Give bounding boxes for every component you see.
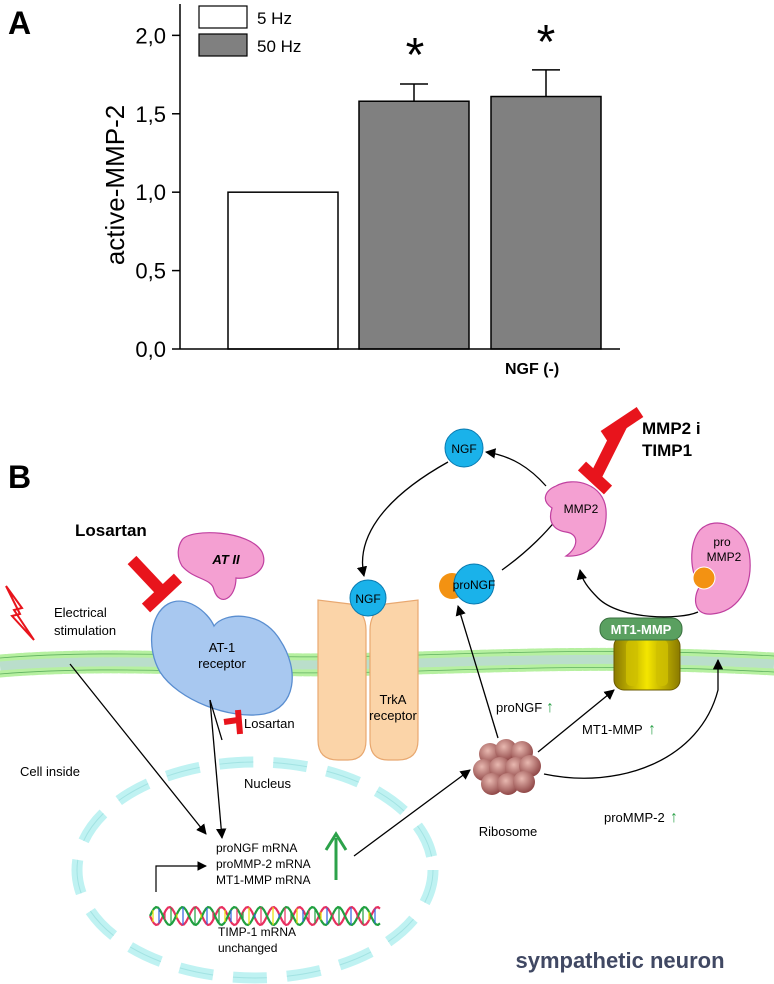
pro-mmp2-label-2: MMP2 — [707, 550, 742, 564]
prommp2-up-arrow: ↑ — [670, 809, 678, 826]
bar — [227, 191, 339, 350]
ribosome-label: Ribosome — [479, 824, 538, 839]
trka-label-2: receptor — [369, 708, 417, 723]
arrow-mrna-to-ribosome — [353, 769, 471, 857]
mmp2 — [544, 481, 607, 557]
arrow-prongf-to-mmp2 — [501, 519, 557, 571]
mt1-label: MT1-MMP — [582, 722, 643, 737]
arrow-ngf-to-trka — [356, 461, 449, 578]
y-tick-label: 2,0 — [135, 23, 166, 48]
at2-label: AT II — [211, 552, 240, 567]
mmp2-inhibit-icon — [577, 407, 644, 495]
mrna-label-2: proMMP-2 mRNA — [216, 857, 311, 871]
upregulation-arrow-head — [324, 831, 348, 851]
mt1-mmp-protein — [613, 635, 681, 691]
significance-star-1: * — [406, 29, 425, 82]
transcription-arrow — [155, 861, 207, 892]
prommp2-label: proMMP-2 — [604, 810, 665, 825]
pro-domain-mmp2 — [692, 566, 716, 590]
arrow-at1-to-nucleus — [209, 699, 227, 840]
legend-label-5hz: 5 Hz — [257, 9, 292, 28]
mrna-label-1: proNGF mRNA — [216, 841, 297, 855]
prongf-label: proNGF — [496, 700, 542, 715]
pro-ngf-label: proNGF — [453, 578, 496, 592]
at2-ligand — [177, 532, 265, 600]
at1-receptor — [150, 600, 293, 716]
mt1-up-arrow: ↑ — [648, 721, 656, 738]
bar — [358, 100, 470, 350]
arrow-ribosome-mt1 — [537, 689, 615, 753]
at1-label-1: AT-1 — [209, 640, 236, 655]
arrow-ribosome-prongf — [455, 605, 499, 739]
legend-swatch-5hz — [198, 5, 248, 29]
mmp2-label: MMP2 — [564, 502, 599, 516]
bar — [490, 95, 602, 350]
nucleus-envelope-outline — [76, 761, 434, 979]
arrow-activation — [576, 568, 699, 618]
losartan-label-small: Losartan — [244, 716, 295, 731]
bars — [227, 69, 602, 350]
y-tick-label: 1,0 — [135, 180, 166, 205]
arrow-ribosome-prommp2 — [543, 658, 724, 779]
panel-a-letter: A — [8, 5, 31, 41]
ngf-free — [444, 428, 484, 468]
y-tick-label: 0,0 — [135, 337, 166, 362]
arrow-mmp2-to-ngf — [484, 448, 547, 487]
pro-ngf — [453, 563, 495, 605]
ngf-free-label: NGF — [451, 442, 476, 456]
legend-label-50hz: 50 Hz — [257, 37, 301, 56]
pro-mmp2 — [691, 522, 751, 615]
panel-b-letter: B — [8, 459, 31, 495]
inhibitor-label-1: MMP2 i — [642, 419, 701, 438]
y-tick-label: 1,5 — [135, 102, 166, 127]
inhibitor-label-2: TIMP1 — [642, 441, 692, 460]
arrow-stim-to-nucleus — [69, 663, 207, 835]
mt1-mmp-cap — [599, 617, 683, 641]
ngf-bound — [349, 579, 387, 617]
losartan-inhibit-icon — [127, 555, 183, 613]
trka-receptor — [317, 599, 419, 761]
significance-star-2: * — [537, 16, 556, 69]
stimulation-label-2: stimulation — [54, 623, 116, 638]
prongf-up-arrow: ↑ — [546, 699, 554, 716]
losartan-label-top: Losartan — [75, 521, 147, 540]
y-tick-label: 0,5 — [135, 259, 166, 284]
legend: 5 Hz 50 Hz — [198, 5, 301, 57]
group-label-ngf: NGF (-) — [505, 361, 559, 378]
trka-label-1: TrkA — [380, 692, 407, 707]
timp-label-2: unchanged — [218, 941, 277, 955]
mrna-label-3: MT1-MMP mRNA — [216, 873, 310, 887]
ngf-bound-label: NGF — [355, 592, 380, 606]
legend-swatch-50hz — [198, 33, 248, 57]
losartan-small-inhibit-icon — [209, 699, 243, 741]
stimulation-label-1: Electrical — [54, 605, 107, 620]
cell-inside-label: Cell inside — [20, 764, 80, 779]
ribosome-icon — [473, 739, 541, 795]
lightning-icon — [5, 585, 35, 641]
pro-mmp2-label-1: pro — [713, 535, 731, 549]
y-axis: 0,0 0,5 1,0 1,5 2,0 — [135, 23, 180, 362]
bar-chart: 0,0 0,5 1,0 1,5 2,0 — [135, 4, 620, 362]
mt1-mmp-label: MT1-MMP — [611, 622, 672, 637]
dna-helix — [149, 905, 381, 927]
nucleus-label: Nucleus — [244, 776, 291, 791]
y-axis-label: active-MMP-2 — [100, 105, 130, 265]
neuron-label: sympathetic neuron — [515, 948, 724, 973]
timp-label-1: TIMP-1 mRNA — [218, 925, 296, 939]
at1-label-2: receptor — [198, 656, 246, 671]
